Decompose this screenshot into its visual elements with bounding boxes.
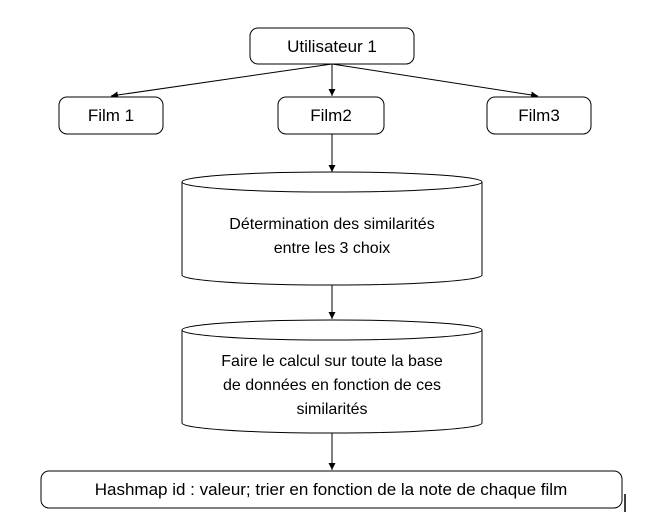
node-hashmap-box — [40, 470, 623, 509]
calc-line-2: de données en fonction de ces — [223, 377, 441, 394]
node-film2-label: Film2 — [310, 106, 352, 125]
node-user: Utilisateur 1 — [249, 27, 415, 65]
node-film1-label: Film 1 — [88, 106, 134, 125]
node-film3: Film3 — [486, 96, 592, 135]
node-film1-box — [58, 96, 164, 135]
node-film3-box — [486, 96, 592, 135]
cylinder-body — [181, 330, 483, 434]
node-film2: Film2 — [277, 96, 385, 135]
similarity-line-1: Détermination des similarités — [229, 216, 434, 233]
calc-line-1: Faire le calcul sur toute la base — [221, 353, 443, 370]
cylinder-top — [181, 319, 483, 341]
node-film2-box — [277, 96, 385, 135]
node-hashmap: Hashmap id : valeur; trier en fonction d… — [40, 470, 623, 509]
node-calc-cylinder: Faire le calcul sur toute la base de don… — [181, 319, 483, 434]
node-user-label: Utilisateur 1 — [287, 37, 377, 56]
edge-user-to-film3 — [331, 63, 539, 99]
node-hashmap-label: Hashmap id : valeur; trier en fonction d… — [95, 480, 568, 499]
node-film1: Film 1 — [58, 96, 164, 135]
node-user-box — [249, 27, 415, 65]
cylinder-body — [181, 182, 483, 286]
calc-line-3: similarités — [296, 401, 367, 418]
edges — [110, 63, 539, 470]
cylinder-top — [181, 171, 483, 193]
edge-user-to-film1 — [110, 63, 333, 99]
node-film3-label: Film3 — [518, 106, 560, 125]
node-similarity-cylinder: Détermination des similarités entre les … — [181, 171, 483, 286]
similarity-line-2: entre les 3 choix — [274, 240, 391, 257]
